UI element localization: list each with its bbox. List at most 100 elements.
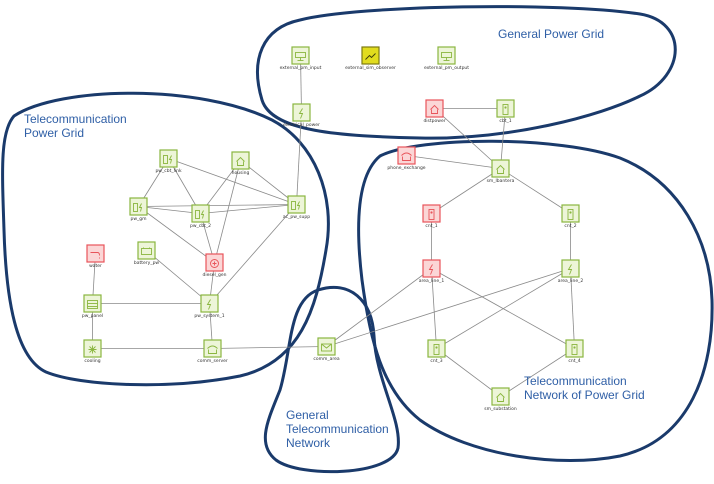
node-pw_system_1[interactable]: pw_system_1 (194, 294, 225, 319)
device-icon (433, 344, 440, 355)
node-label: cnt_3 (430, 358, 442, 364)
telephone-icon (207, 345, 218, 354)
region-label-line: Telecommunication (24, 112, 127, 126)
node-cnt_2[interactable]: cnt_2 (561, 204, 580, 229)
node-ac_pw_supp[interactable]: ac_pw_supp (283, 195, 310, 220)
node-cnt_1[interactable]: cnt_1 (422, 204, 441, 229)
edge-comm_server-comm_area (212, 346, 327, 349)
edge-housing-diesel_gen (214, 160, 241, 263)
node-label: pw_gm (130, 217, 146, 222)
node-label: cbt_1 (499, 118, 511, 124)
edge-pw_gm-ac_pw_supp (138, 204, 297, 207)
node-label: sm_substation (484, 406, 517, 412)
node-housing[interactable]: housing (231, 151, 250, 176)
terminal-icon (295, 52, 306, 61)
node-pw_panel[interactable]: pw_panel (82, 294, 103, 319)
node-ext_observer[interactable]: external_sim_observer (345, 46, 396, 71)
water-tap-icon (90, 252, 100, 259)
diagram-nodes: external_pm_input external_sim_observer ex… (82, 46, 584, 412)
node-box (361, 46, 380, 65)
node-pw_gm[interactable]: pw_gm (129, 197, 148, 222)
telephone-icon (401, 152, 412, 161)
node-label: pw_cbt_link (155, 168, 181, 174)
battery-lightning-icon (291, 201, 301, 210)
node-water[interactable]: water (86, 244, 105, 269)
edge-cnt_4-sm_substation (500, 348, 575, 397)
battery-lightning-icon (163, 155, 173, 164)
node-pw_cbt_link[interactable]: pw_cbt_link (155, 149, 182, 174)
node-label: housing (232, 170, 250, 176)
node-area_line_1[interactable]: area_line_1 (419, 259, 445, 284)
generator-icon (210, 259, 219, 268)
region-telecom-power-grid (1, 91, 330, 387)
edge-area_line_1-cnt_4 (431, 268, 575, 349)
node-box (292, 103, 311, 122)
node-cooling[interactable]: cooling (83, 339, 102, 364)
edge-elec_power-ac_pw_supp (296, 112, 302, 205)
node-box (291, 46, 310, 65)
node-label: area_line_1 (419, 278, 445, 284)
node-distpower[interactable]: distpower (423, 99, 446, 124)
edge-area_line_2-cnt_4 (570, 268, 575, 349)
node-label: external_sim_observer (345, 65, 396, 71)
node-label: electrical_power (283, 122, 320, 128)
node-phone_exchange[interactable]: phone_exchange (387, 146, 426, 171)
edge-phone_exchange-sm_lbantera (406, 155, 501, 169)
node-comm_area[interactable]: comm_area (313, 337, 340, 362)
device-icon (428, 209, 435, 220)
region-label-line: Telecommunication (286, 422, 389, 436)
node-battery_pw[interactable]: battery_pw (134, 241, 160, 266)
node-sm_lbantera[interactable]: sm_lbantera (487, 159, 515, 184)
edge-pw_gm-pw_cbt_2 (138, 206, 201, 214)
snowflake-icon (88, 345, 97, 354)
house-icon (236, 156, 245, 166)
terminal-icon (441, 52, 452, 61)
node-cnt_4[interactable]: cnt_4 (565, 339, 584, 364)
battery-lightning-icon (133, 203, 143, 212)
node-box (231, 151, 250, 170)
lightning-icon (428, 264, 434, 275)
edge-area_line_2-comm_area (326, 268, 571, 347)
region-outlines (1, 5, 714, 474)
region-label-general-telecom: General Telecommunication Network (286, 408, 389, 450)
node-area_line_2[interactable]: area_line_2 (558, 259, 584, 284)
region-label-telecom-network-power-grid: Telecommunication Network of Power Grid (524, 374, 645, 402)
node-box (86, 244, 105, 263)
node-label: pw_system_1 (194, 313, 224, 319)
node-diesel_gen[interactable]: diesel_gen (203, 253, 227, 278)
node-sm_substation[interactable]: sm_substation (484, 387, 517, 412)
node-label: external_pm_output (424, 65, 469, 71)
node-box (422, 259, 441, 278)
device-icon (502, 104, 509, 115)
node-pw_cbt_2[interactable]: pw_cbt_2 (190, 204, 211, 229)
node-ext_output[interactable]: external_pm_output (424, 46, 469, 71)
edge-pw_cbt_link-pw_cbt_2 (168, 158, 201, 214)
node-label: pw_cbt_2 (190, 223, 211, 229)
node-label: distpower (423, 118, 445, 124)
node-comm_server[interactable]: comm_server (197, 339, 228, 364)
node-cbt_1[interactable]: cbt_1 (496, 99, 515, 124)
edge-area_line_1-comm_area (326, 268, 432, 347)
edge-distpower-sm_lbantera (434, 108, 501, 169)
node-ext_input[interactable]: external_pm_input (280, 46, 322, 71)
node-cnt_3[interactable]: cnt_3 (427, 339, 446, 364)
house-icon (496, 164, 505, 174)
edge-ext_input-elec_power (300, 55, 302, 113)
edge-area_line_1-cnt_3 (431, 268, 437, 349)
device-icon (571, 344, 578, 355)
region-label-line: Network of Power Grid (524, 388, 645, 402)
region-label-text: General Power Grid (498, 27, 605, 41)
edge-cnt_3-sm_substation (436, 348, 501, 397)
node-label: cnt_1 (425, 223, 437, 229)
node-elec_power[interactable]: electrical_power (283, 103, 320, 128)
battery-icon (141, 247, 152, 255)
lightning-icon (206, 299, 212, 310)
node-box (200, 294, 219, 313)
lightning-icon (567, 264, 573, 275)
node-box (129, 197, 148, 216)
edge-cbt_1-sm_lbantera (500, 108, 506, 169)
node-label: external_pm_input (280, 65, 322, 71)
house-icon (496, 392, 505, 402)
battery-lightning-icon (195, 210, 205, 219)
node-label: comm_area (313, 356, 340, 362)
